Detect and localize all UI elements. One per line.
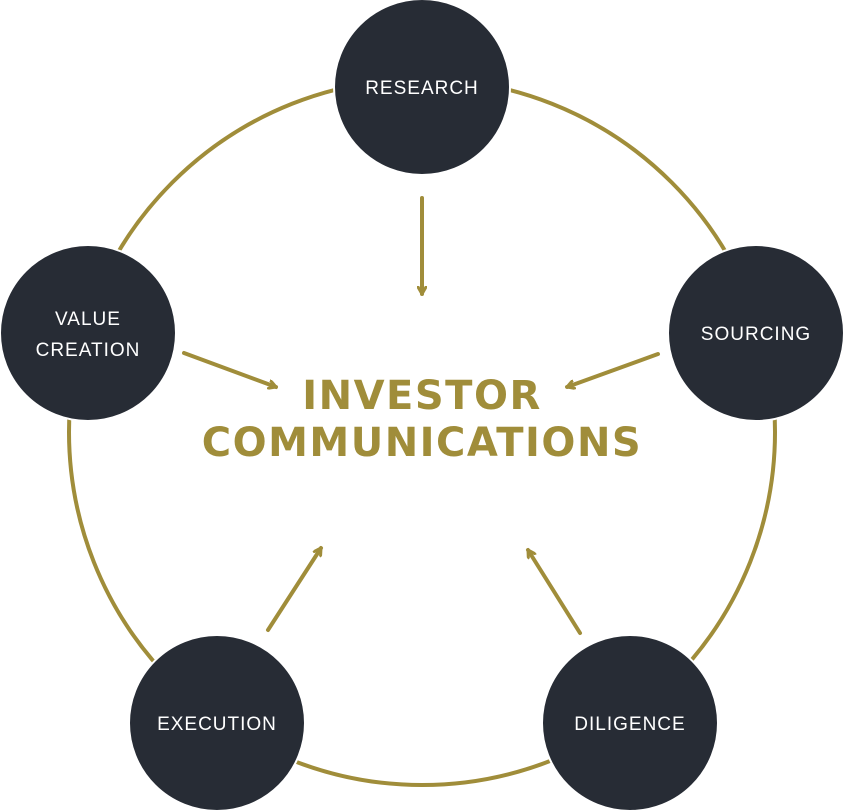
node-research: RESEARCH bbox=[333, 0, 511, 176]
node-research-label: RESEARCH bbox=[365, 78, 479, 99]
node-diligence: DILIGENCE bbox=[541, 634, 719, 812]
node-diligence-label: DILIGENCE bbox=[574, 714, 685, 735]
node-sourcing-label: SOURCING bbox=[701, 324, 811, 345]
center-title-line2: COMMUNICATIONS bbox=[202, 420, 642, 466]
node-value-creation-label-line1: VALUE bbox=[55, 309, 121, 330]
node-execution-label: EXECUTION bbox=[157, 714, 277, 735]
node-value-creation: VALUE CREATION bbox=[0, 244, 177, 422]
node-value-creation-label-line2: CREATION bbox=[36, 340, 141, 361]
arrow-sourcing bbox=[565, 352, 660, 387]
arrow-value-creation bbox=[182, 351, 278, 387]
node-execution: EXECUTION bbox=[128, 634, 306, 812]
arrow-execution bbox=[266, 546, 323, 632]
arrow-diligence bbox=[526, 548, 582, 635]
node-sourcing: SOURCING bbox=[667, 244, 845, 422]
center-title-line1: INVESTOR bbox=[302, 373, 542, 419]
